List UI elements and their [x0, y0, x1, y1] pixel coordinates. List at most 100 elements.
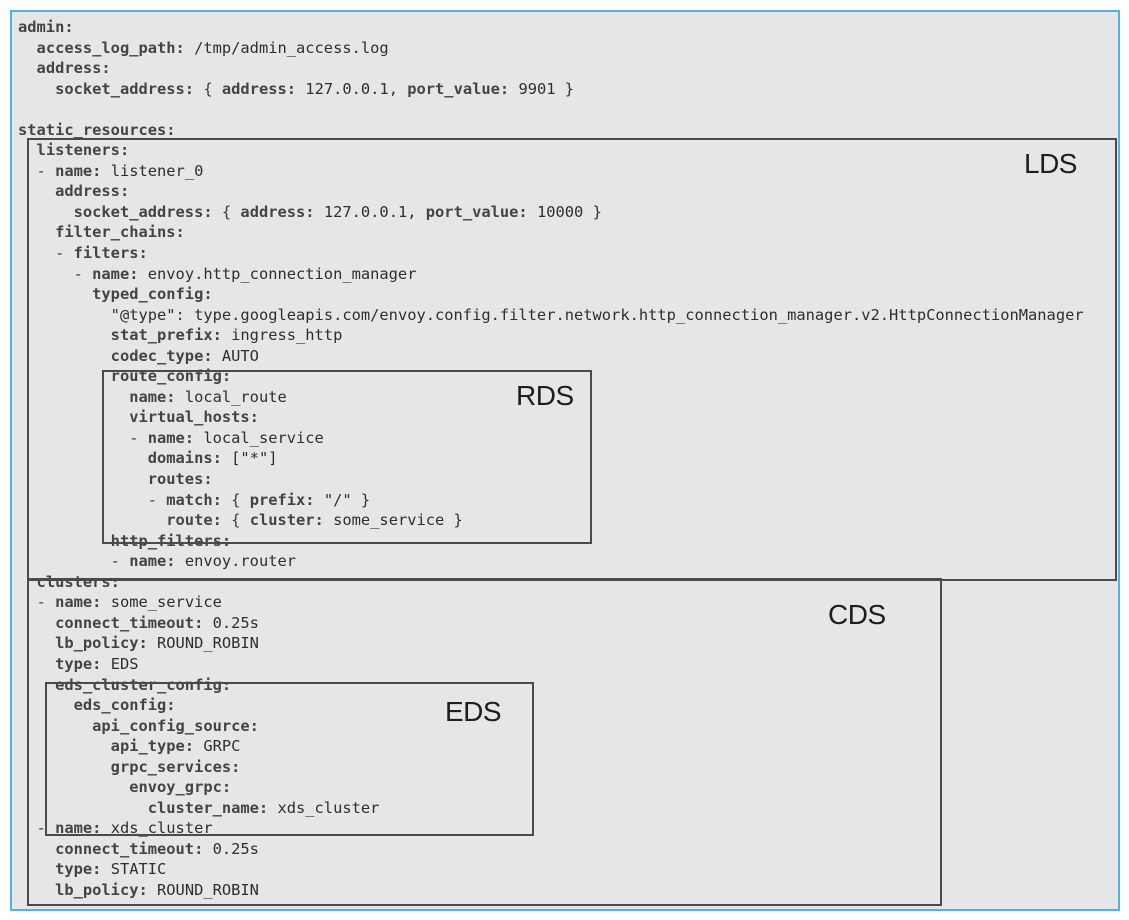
indent	[18, 511, 166, 529]
yaml-value: local_route	[175, 387, 287, 406]
code-line: "@type": type.googleapis.com/envoy.confi…	[18, 305, 1084, 326]
yaml-key: name:	[55, 593, 102, 612]
yaml-key: stat_prefix:	[110, 326, 222, 345]
yaml-value: some_service }	[323, 511, 463, 530]
yaml-key: name:	[129, 387, 176, 406]
yaml-value: ROUND_ROBIN	[147, 880, 259, 899]
yaml-key: api_config_source:	[92, 716, 259, 735]
code-line: api_type: GRPC	[18, 736, 1084, 757]
code-line: listeners:	[18, 140, 1084, 161]
code-line: - filters:	[18, 243, 1084, 264]
yaml-key: route:	[166, 511, 222, 530]
code-line: address:	[18, 181, 1084, 202]
yaml-value: /tmp/admin_access.log	[184, 38, 389, 57]
yaml-value: listener_0	[101, 161, 204, 180]
indent	[18, 881, 55, 899]
yaml-key: eds_config:	[73, 696, 176, 715]
yaml-key: address:	[55, 182, 130, 201]
indent	[18, 655, 55, 673]
yaml-key: name:	[147, 428, 195, 447]
code-line: - name: xds_cluster	[18, 818, 1084, 839]
code-line: - name: local_service	[18, 428, 1084, 449]
yaml-key: route_config:	[110, 367, 232, 386]
config-frame	[10, 10, 1120, 911]
indent	[18, 203, 74, 221]
code-line: - name: envoy.router	[18, 551, 1084, 572]
code-line: eds_cluster_config:	[18, 675, 1084, 696]
yaml-value: 0.25s	[203, 613, 259, 632]
yaml-key: address:	[36, 59, 111, 78]
code-line: virtual_hosts:	[18, 407, 1084, 428]
yaml-key: name:	[55, 161, 102, 180]
indent	[18, 367, 111, 385]
code-line: - match: { prefix: "/" }	[18, 490, 1084, 511]
list-dash: -	[18, 264, 93, 283]
yaml-key: cluster:	[249, 511, 324, 530]
list-dash: -	[18, 161, 56, 180]
yaml-key: socket_address:	[73, 202, 213, 221]
code-line: connect_timeout: 0.25s	[18, 839, 1084, 860]
yaml-key: domains:	[147, 449, 222, 468]
yaml-key: eds_cluster_config:	[55, 675, 232, 694]
code-line: - name: envoy.http_connection_manager	[18, 264, 1084, 285]
yaml-value: some_service	[101, 593, 222, 612]
yaml-value: envoy.http_connection_manager	[138, 264, 417, 283]
code-line: name: local_route	[18, 387, 1084, 408]
yaml-value: xds_cluster	[268, 798, 380, 817]
code-line: lb_policy: ROUND_ROBIN	[18, 633, 1084, 654]
yaml-key: virtual_hosts:	[129, 408, 259, 427]
code-line: cluster_name: xds_cluster	[18, 798, 1084, 819]
rds-label: RDS	[516, 380, 574, 411]
list-dash: -	[18, 490, 167, 509]
yaml-key: prefix:	[249, 490, 315, 509]
yaml-key: name:	[92, 264, 139, 283]
indent	[18, 614, 55, 632]
yaml-config-code: admin: access_log_path: /tmp/admin_acces…	[18, 17, 1084, 901]
yaml-value: 0.25s	[203, 839, 259, 858]
code-line: filter_chains:	[18, 222, 1084, 243]
code-line: socket_address: { address: 127.0.0.1, po…	[18, 202, 1084, 223]
list-dash: -	[18, 244, 74, 263]
code-line: - name: some_service	[18, 592, 1084, 613]
indent	[18, 860, 55, 878]
yaml-key: codec_type:	[110, 346, 213, 365]
yaml-key: filter_chains:	[55, 223, 185, 242]
yaml-key: api_type:	[110, 737, 195, 756]
yaml-punctuation: {	[221, 511, 250, 530]
list-dash: -	[18, 593, 56, 612]
yaml-key: static_resources:	[18, 120, 176, 139]
yaml-key: lb_policy:	[55, 634, 148, 653]
yaml-value: STATIC	[101, 860, 167, 879]
yaml-key: connect_timeout:	[55, 839, 204, 858]
yaml-key: port_value:	[407, 79, 510, 98]
yaml-value: "/" }	[314, 490, 371, 509]
indent	[18, 449, 148, 467]
yaml-key: typed_config:	[92, 285, 213, 304]
yaml-key: match:	[166, 490, 222, 509]
indent	[18, 799, 148, 817]
yaml-key: lb_policy:	[55, 880, 148, 899]
yaml-key: http_filters:	[110, 531, 232, 550]
code-line: static_resources:	[18, 120, 1084, 141]
yaml-value: AUTO	[212, 346, 259, 365]
list-dash: -	[18, 819, 56, 838]
code-line: lb_policy: ROUND_ROBIN	[18, 880, 1084, 901]
yaml-key: port_value:	[425, 202, 528, 221]
yaml-value: ingress_http	[221, 326, 343, 345]
yaml-value: 10000 }	[527, 202, 602, 221]
code-line: grpc_services:	[18, 757, 1084, 778]
indent	[18, 388, 129, 406]
indent	[18, 80, 55, 98]
indent	[18, 306, 111, 324]
code-line: typed_config:	[18, 284, 1084, 305]
code-line: api_config_source:	[18, 716, 1084, 737]
indent	[18, 223, 55, 241]
lds-label: LDS	[1024, 148, 1077, 179]
list-dash: -	[18, 428, 148, 447]
indent	[18, 182, 55, 200]
yaml-value: 127.0.0.1,	[296, 79, 408, 98]
code-line: admin:	[18, 17, 1084, 38]
code-line: address:	[18, 58, 1084, 79]
indent	[18, 347, 111, 365]
yaml-key: admin:	[18, 18, 74, 36]
